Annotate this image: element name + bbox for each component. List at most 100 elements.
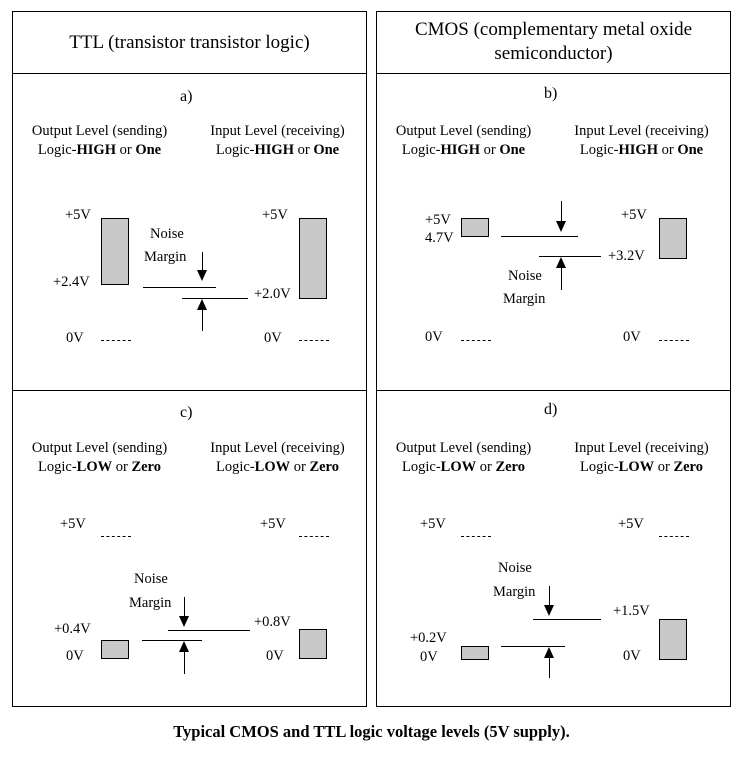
- panel-d-out-threshold-line: [501, 646, 565, 647]
- panel-d-in-threshold-line: [533, 619, 601, 620]
- panel-b-in-0v-dash: [659, 340, 689, 341]
- logic-state-label: Logic-HIGH or One: [579, 142, 704, 158]
- panel-c-out-5v-label: +5V: [60, 516, 86, 532]
- panel-b-in-level-label: +3.2V: [608, 248, 645, 264]
- panel-a-input-heading: Input Level (receiving) Logic-HIGH or On…: [195, 122, 360, 160]
- noise-arrow-up-head: [544, 647, 554, 658]
- panel-d-out-0v-label: 0V: [420, 649, 438, 665]
- noise-label: Noise: [498, 560, 532, 576]
- panel-c-output-bar: [101, 640, 129, 659]
- panel-d-out-5v-dash: [461, 536, 491, 537]
- panel-a-input-bar: [299, 218, 327, 299]
- panel-c-in-5v-label: +5V: [260, 516, 286, 532]
- panel-d-output-heading: Output Level (sending) Logic-LOW or Zero: [381, 439, 546, 477]
- panel-b-out-threshold-line: [501, 236, 578, 237]
- panel-b-label: b): [544, 85, 558, 102]
- logic-state-label: Logic-HIGH or One: [37, 142, 162, 158]
- output-level-label: Output Level (sending): [31, 440, 168, 456]
- logic-state-label: Logic-HIGH or One: [215, 142, 340, 158]
- noise-arrow-down-shaft: [184, 597, 185, 616]
- output-level-label: Output Level (sending): [395, 123, 532, 139]
- noise-arrow-up-head: [179, 641, 189, 652]
- ttl-header-cell: [12, 11, 367, 74]
- panel-a-out-level-label: +2.4V: [53, 274, 90, 290]
- panel-b-out-level-label: 4.7V: [425, 230, 454, 246]
- input-level-label: Input Level (receiving): [210, 123, 345, 139]
- panel-c-out-0v-label: 0V: [66, 648, 84, 664]
- margin-label: Margin: [493, 584, 536, 600]
- noise-arrow-up-shaft: [202, 310, 203, 331]
- input-level-label: Input Level (receiving): [574, 440, 709, 456]
- panel-b-output-heading: Output Level (sending) Logic-HIGH or One: [381, 122, 546, 160]
- noise-label: Noise: [150, 226, 184, 242]
- logic-state-label: Logic-LOW or Zero: [580, 459, 703, 475]
- panel-a-out-threshold-line: [143, 287, 216, 288]
- panel-b-in-5v-label: +5V: [621, 207, 647, 223]
- noise-arrow-down-head: [197, 270, 207, 281]
- cmos-header-cell: [376, 11, 731, 74]
- panel-d-in-5v-dash: [659, 536, 689, 537]
- panel-a-label: a): [180, 88, 193, 105]
- panel-a-out-0v-label: 0V: [66, 330, 84, 346]
- panel-b-input-heading: Input Level (receiving) Logic-HIGH or On…: [559, 122, 724, 160]
- noise-arrow-up-head: [197, 299, 207, 310]
- panel-d-out-5v-label: +5V: [420, 516, 446, 532]
- panel-a-output-heading: Output Level (sending) Logic-HIGH or One: [17, 122, 182, 160]
- noise-label: Noise: [508, 268, 542, 284]
- panel-c-in-level-label: +0.8V: [254, 614, 291, 630]
- noise-arrow-up-head: [556, 257, 566, 268]
- panel-c-input-bar: [299, 629, 327, 659]
- noise-arrow-down-head: [544, 605, 554, 616]
- panel-a-output-bar: [101, 218, 129, 285]
- logic-state-label: Logic-LOW or Zero: [38, 459, 161, 475]
- panel-b-in-0v-label: 0V: [623, 329, 641, 345]
- panel-d-output-bar: [461, 646, 489, 660]
- panel-a-in-5v-label: +5V: [262, 207, 288, 223]
- noise-arrow-up-shaft: [549, 658, 550, 678]
- panel-c-output-heading: Output Level (sending) Logic-LOW or Zero: [17, 439, 182, 477]
- panel-c-out-5v-dash: [101, 536, 131, 537]
- panel-b-out-5v-label: +5V: [425, 212, 451, 228]
- noise-arrow-down-shaft: [549, 586, 550, 605]
- panel-d-in-5v-label: +5V: [618, 516, 644, 532]
- ttl-column-title: TTL (transistor transistor logic): [69, 32, 310, 53]
- panel-c-in-5v-dash: [299, 536, 329, 537]
- panel-a-in-level-label: +2.0V: [254, 286, 291, 302]
- panel-a-in-threshold-line: [182, 298, 248, 299]
- logic-state-label: Logic-HIGH or One: [401, 142, 526, 158]
- logic-state-label: Logic-LOW or Zero: [216, 459, 339, 475]
- input-level-label: Input Level (receiving): [210, 440, 345, 456]
- panel-c-in-threshold-line: [168, 630, 250, 631]
- noise-arrow-down-shaft: [202, 252, 203, 270]
- panel-c-out-threshold-line: [142, 640, 202, 641]
- margin-label: Margin: [129, 595, 172, 611]
- output-level-label: Output Level (sending): [395, 440, 532, 456]
- cmos-column-title-line1: CMOS (complementary metal oxide: [414, 19, 693, 40]
- panel-a-out-0v-dash: [101, 340, 131, 341]
- logic-state-label: Logic-LOW or Zero: [402, 459, 525, 475]
- margin-label: Margin: [144, 249, 187, 265]
- noise-arrow-up-shaft: [184, 652, 185, 674]
- noise-arrow-down-shaft: [561, 201, 562, 221]
- panel-d-in-0v-label: 0V: [623, 648, 641, 664]
- cmos-column-title-line2: semiconductor): [494, 43, 613, 64]
- panel-d-input-heading: Input Level (receiving) Logic-LOW or Zer…: [559, 439, 724, 477]
- panel-c-out-level-label: +0.4V: [54, 621, 91, 637]
- panel-c-label: c): [180, 404, 193, 421]
- panel-d-input-bar: [659, 619, 687, 660]
- panel-d-label: d): [544, 401, 558, 418]
- figure-caption: Typical CMOS and TTL logic voltage level…: [173, 722, 570, 741]
- output-level-label: Output Level (sending): [31, 123, 168, 139]
- margin-label: Margin: [503, 291, 546, 307]
- panel-a-out-5v-label: +5V: [65, 207, 91, 223]
- panel-d-out-level-label: +0.2V: [410, 630, 447, 646]
- input-level-label: Input Level (receiving): [574, 123, 709, 139]
- panel-d-in-level-label: +1.5V: [613, 603, 650, 619]
- panel-b-out-0v-dash: [461, 340, 491, 341]
- panel-b-input-bar: [659, 218, 687, 259]
- panel-b-output-bar: [461, 218, 489, 237]
- noise-arrow-down-head: [556, 221, 566, 232]
- panel-b-out-0v-label: 0V: [425, 329, 443, 345]
- panel-c-in-0v-label: 0V: [266, 648, 284, 664]
- panel-a-in-0v-label: 0V: [264, 330, 282, 346]
